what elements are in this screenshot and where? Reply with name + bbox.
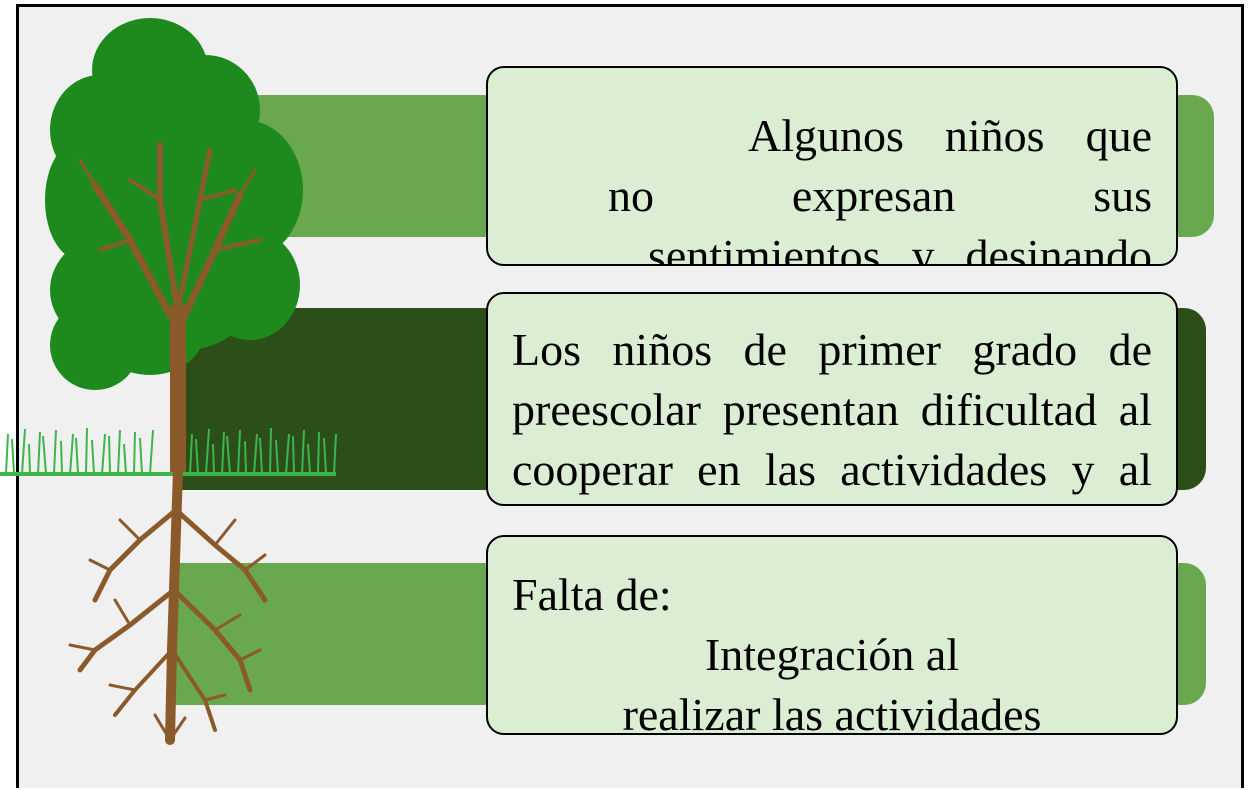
top-text-box: Algunos niños que no expresan sus sentim… xyxy=(486,66,1178,266)
top-line-2: no expresan sus xyxy=(608,170,1152,221)
middle-line-2: preescolar presentan dificultad al xyxy=(512,384,1152,435)
tree-roots xyxy=(68,465,268,745)
tree-trunk xyxy=(78,142,262,478)
bottom-text-box: Falta de: Integración al realizar las ac… xyxy=(486,535,1178,735)
middle-text-box: Los niños de primer grado de preescolar … xyxy=(486,292,1178,506)
top-line-1: Algunos niños que xyxy=(748,110,1152,161)
bottom-line-2: Integración al xyxy=(704,629,960,680)
top-line-3: sentimientos y desinando xyxy=(648,230,1152,266)
middle-line-3: cooperar en las actividades y al xyxy=(512,444,1152,495)
bottom-line-3: realizar las actividades xyxy=(622,689,1042,735)
middle-line-1: Los niños de primer grado de xyxy=(512,324,1152,375)
bottom-line-1: Falta de: xyxy=(512,569,672,620)
grass xyxy=(0,427,337,476)
